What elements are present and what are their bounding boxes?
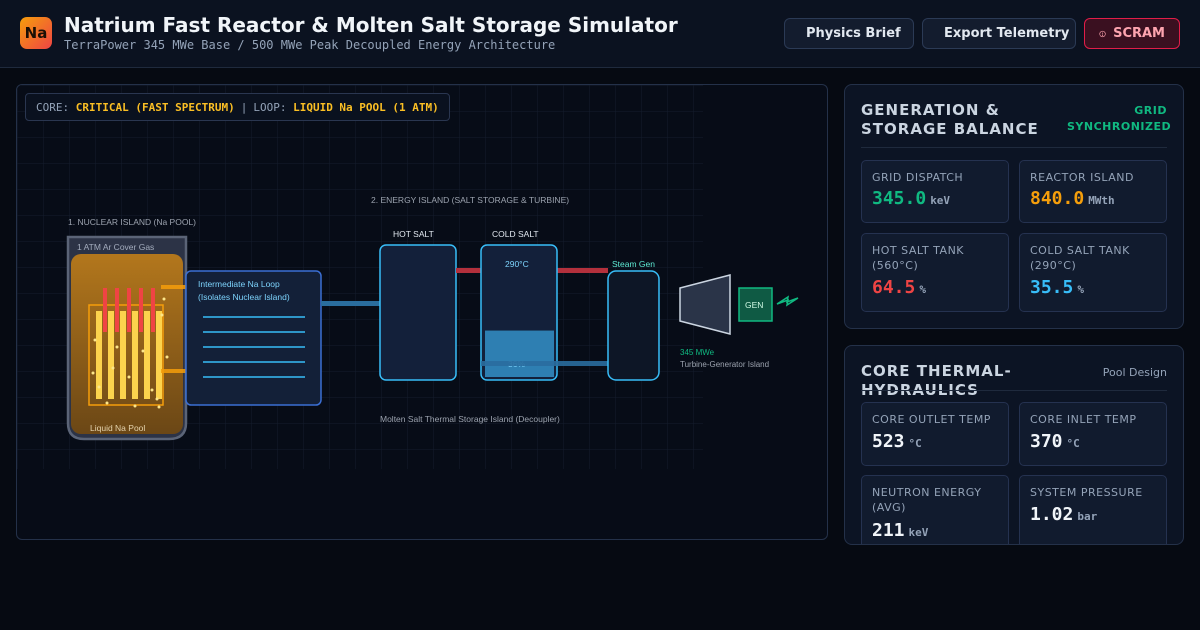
intermediate-loop-subtitle: (Isolates Nuclear Island) bbox=[198, 292, 290, 302]
core-inlet-temp-metric: CORE INLET TEMP 370°C bbox=[1019, 402, 1167, 466]
cold-salt-level-fill bbox=[485, 330, 554, 377]
metric-value: 523°C bbox=[872, 431, 922, 452]
hot-salt-tank[interactable]: HOT SALT bbox=[379, 229, 457, 381]
turbine bbox=[679, 274, 731, 335]
grid-sync-badge: GRID SYNCHRONIZED bbox=[1067, 104, 1172, 133]
metric-label: HOT SALT TANK (560°C) bbox=[872, 244, 965, 272]
generation-title: GENERATION & STORAGE BALANCE bbox=[861, 101, 1039, 138]
sodium-particles bbox=[91, 297, 169, 409]
core-thermal-hydraulics-card: CORE THERMAL-HYDRAULICS Pool Design CORE… bbox=[844, 345, 1184, 545]
intermediate-loop-box[interactable]: Intermediate Na Loop (Isolates Nuclear I… bbox=[185, 270, 322, 406]
metric-label: SYSTEM PRESSURE bbox=[1030, 486, 1143, 499]
storage-caption: Molten Salt Thermal Storage Island (Deco… bbox=[380, 414, 560, 424]
fuel-assemblies bbox=[96, 311, 162, 399]
hot-salt-label: HOT SALT bbox=[393, 229, 434, 239]
alert-icon bbox=[1099, 30, 1106, 37]
plant-schematic: 1. NUCLEAR ISLAND (Na POOL) 2. ENERGY IS… bbox=[17, 85, 799, 469]
core-outlet-temp-metric: CORE OUTLET TEMP 523°C bbox=[861, 402, 1009, 466]
plant-diagram-panel: 1. NUCLEAR ISLAND (Na POOL) 2. ENERGY IS… bbox=[16, 84, 828, 540]
pool-label: Liquid Na Pool bbox=[90, 423, 145, 433]
core-status-label: CORE: bbox=[36, 100, 70, 114]
hot-salt-tank-metric: HOT SALT TANK (560°C) 64.5% bbox=[861, 233, 1009, 312]
cold-salt-tank-metric: COLD SALT TANK (290°C) 35.5% bbox=[1019, 233, 1167, 312]
reactor-vessel[interactable]: 1 ATM Ar Cover Gas bbox=[66, 235, 188, 441]
export-telemetry-button[interactable]: Export Telemetry bbox=[922, 18, 1076, 49]
app-header: Na Natrium Fast Reactor & Molten Salt St… bbox=[0, 0, 1200, 68]
generator[interactable]: GEN bbox=[738, 287, 773, 322]
cold-salt-label: COLD SALT bbox=[492, 229, 539, 239]
core-status-value: CRITICAL (FAST SPECTRUM) bbox=[75, 100, 235, 114]
cold-salt-tank[interactable]: COLD SALT 290°C 36% bbox=[480, 229, 558, 381]
metric-label: CORE INLET TEMP bbox=[1030, 413, 1137, 426]
export-telemetry-label: Export Telemetry bbox=[944, 26, 1070, 41]
loop-status-label: LOOP: bbox=[253, 100, 287, 114]
metric-label: COLD SALT TANK (290°C) bbox=[1030, 244, 1130, 272]
metric-label: CORE OUTLET TEMP bbox=[872, 413, 991, 426]
status-separator: | bbox=[240, 100, 248, 114]
loop-status-value: LIQUID Na POOL (1 ATM) bbox=[293, 100, 439, 114]
physics-brief-label: Physics Brief bbox=[806, 26, 901, 41]
cold-salt-temp: 290°C bbox=[505, 259, 529, 269]
intermediate-loop-title: Intermediate Na Loop bbox=[198, 279, 280, 289]
metric-label: REACTOR ISLAND bbox=[1030, 171, 1134, 184]
cover-gas-label: 1 ATM Ar Cover Gas bbox=[77, 242, 154, 252]
scram-label: SCRAM bbox=[1113, 26, 1165, 41]
page-title: Natrium Fast Reactor & Molten Salt Stora… bbox=[64, 13, 678, 37]
steam-generator[interactable]: Steam Gen bbox=[607, 259, 660, 381]
generator-label: GEN bbox=[745, 300, 763, 310]
energy-island-label: 2. ENERGY ISLAND (SALT STORAGE & TURBINE… bbox=[371, 195, 569, 205]
power-output-label: 345 MWe bbox=[680, 348, 715, 357]
metric-label: NEUTRON ENERGY (AVG) bbox=[872, 486, 982, 514]
reactor-status-bar: CORE: CRITICAL (FAST SPECTRUM) | LOOP: L… bbox=[25, 93, 450, 121]
divider bbox=[861, 147, 1167, 148]
pool-design-badge: Pool Design bbox=[1102, 366, 1167, 379]
physics-brief-button[interactable]: Physics Brief bbox=[784, 18, 914, 49]
power-bolt-icon bbox=[776, 295, 799, 307]
steam-gen-label: Steam Gen bbox=[612, 259, 655, 269]
scram-button[interactable]: SCRAM bbox=[1084, 18, 1180, 49]
turbine-island-label: Turbine-Generator Island bbox=[680, 360, 769, 369]
reactor-core bbox=[88, 304, 164, 406]
control-rods bbox=[103, 288, 155, 332]
nuclear-island-label: 1. NUCLEAR ISLAND (Na POOL) bbox=[68, 217, 196, 227]
metric-value: 35.5% bbox=[1030, 277, 1084, 298]
heat-exchanger-tubes bbox=[203, 316, 305, 378]
generation-storage-card: GENERATION & STORAGE BALANCE GRID SYNCHR… bbox=[844, 84, 1184, 329]
page-subtitle: TerraPower 345 MWe Base / 500 MWe Peak D… bbox=[64, 38, 556, 52]
metric-label: GRID DISPATCH bbox=[872, 171, 964, 184]
metric-value: 64.5% bbox=[872, 277, 926, 298]
app-logo: Na bbox=[20, 17, 52, 49]
divider bbox=[861, 390, 1167, 391]
metric-value: 370°C bbox=[1030, 431, 1080, 452]
